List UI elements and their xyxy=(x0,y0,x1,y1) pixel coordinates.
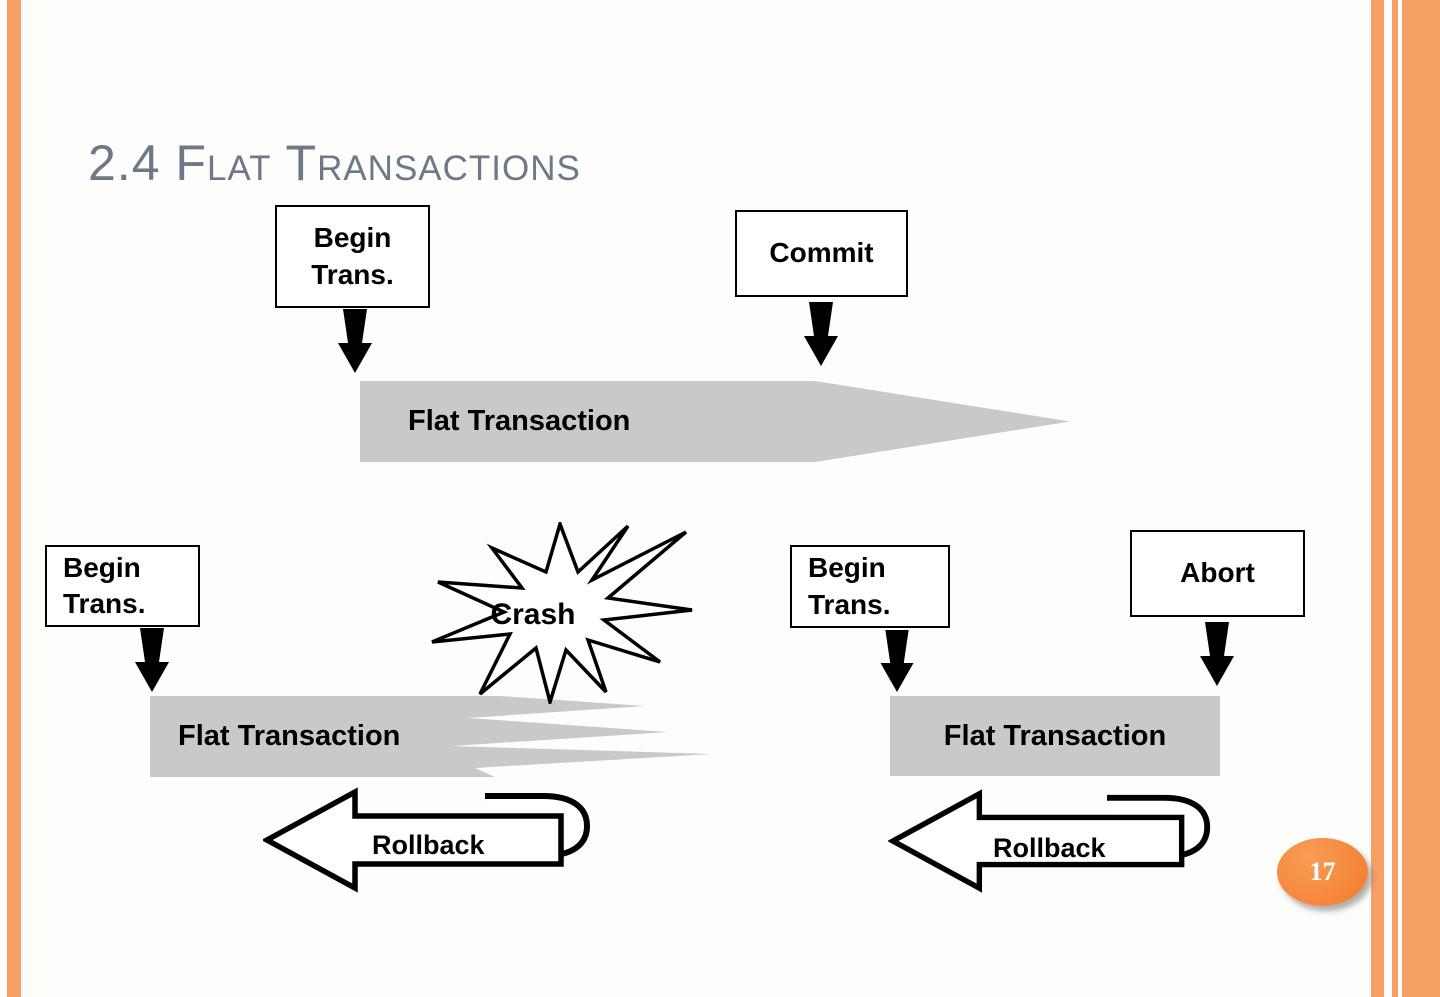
begin-trans-box: Begin Trans. xyxy=(275,205,430,308)
down-arrow-icon xyxy=(135,628,169,692)
down-arrow-icon xyxy=(338,309,372,373)
flat-transaction-label: Flat Transaction xyxy=(408,405,631,437)
begin-trans-label: Begin Trans. xyxy=(63,551,146,619)
down-arrow-icon xyxy=(1200,622,1234,686)
crash-burst-icon: Crash xyxy=(431,522,693,704)
right-border-stripe-mid xyxy=(1392,0,1398,997)
right-border-stripe-thin xyxy=(1371,0,1384,997)
rollback-arrow-icon xyxy=(263,787,591,893)
slide-title: 2.4 Flat Transactions xyxy=(88,135,581,191)
page-number-badge: 17 xyxy=(1277,838,1368,906)
begin-trans-label: Begin Trans. xyxy=(808,552,891,620)
commit-box: Commit xyxy=(735,210,908,297)
rollback-label: Rollback xyxy=(372,830,485,860)
begin-trans-box: Begin Trans. xyxy=(790,545,950,628)
flat-transaction-bar: Flat Transaction xyxy=(890,696,1220,776)
crash-label: Crash xyxy=(490,598,575,631)
rollback-label: Rollback xyxy=(993,833,1106,863)
abort-box: Abort xyxy=(1130,530,1305,617)
down-arrow-icon xyxy=(880,630,914,693)
right-border-band xyxy=(1402,0,1440,997)
page-number: 17 xyxy=(1309,857,1336,886)
down-arrow-icon xyxy=(804,302,838,366)
flat-transaction-label: Flat Transaction xyxy=(943,719,1167,752)
flat-transaction-label: Flat Transaction xyxy=(178,720,401,752)
abort-label: Abort xyxy=(1180,557,1255,589)
begin-trans-label: Begin Trans. xyxy=(311,222,394,290)
left-border-stripe xyxy=(7,0,21,997)
begin-trans-box: Begin Trans. xyxy=(45,545,200,627)
commit-label: Commit xyxy=(769,237,874,269)
rollback-arrow-icon xyxy=(888,789,1211,893)
